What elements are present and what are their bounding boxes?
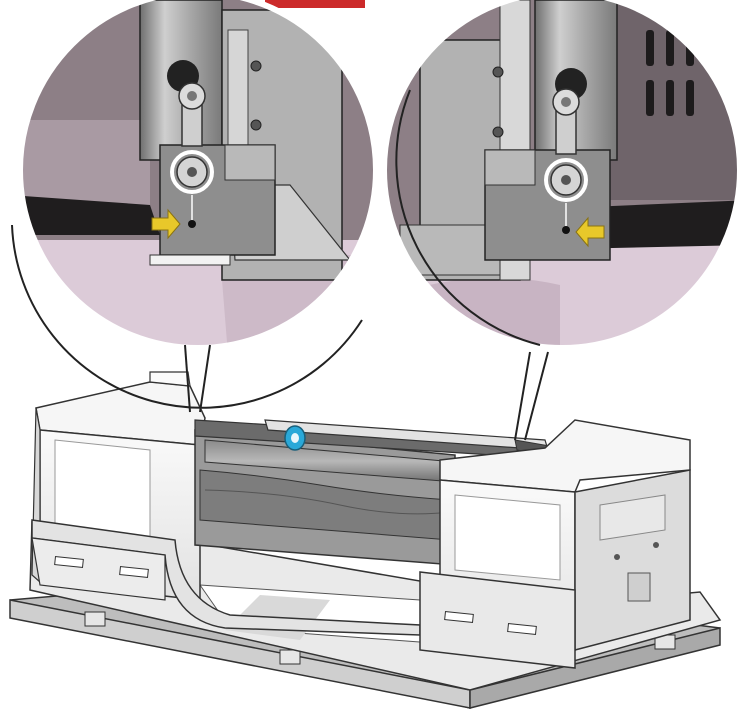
left-detail-callout <box>11 0 379 413</box>
printer-body <box>194 419 553 566</box>
right-detail-callout <box>381 0 737 441</box>
right-foam-endcap <box>439 419 691 651</box>
right-arrow-indicator <box>575 216 605 248</box>
red-tab <box>265 0 365 8</box>
right-front-flap <box>419 571 576 669</box>
left-front-flap <box>31 519 421 636</box>
left-arrow-indicator <box>151 208 181 240</box>
